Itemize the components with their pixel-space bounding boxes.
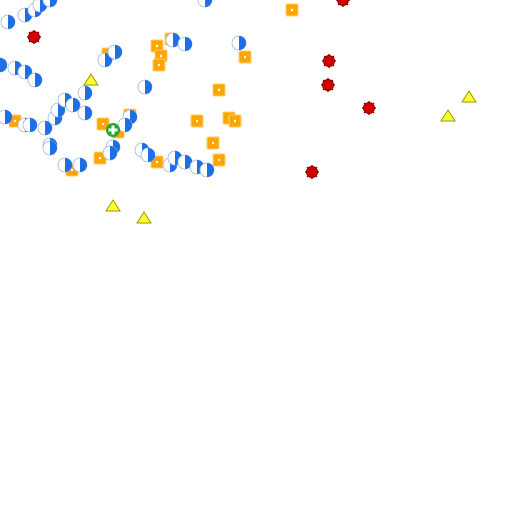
unit-icon[interactable] — [140, 147, 156, 163]
unit-icon[interactable] — [199, 162, 215, 178]
unit-icon[interactable] — [27, 72, 43, 88]
unit-icon[interactable] — [37, 120, 53, 136]
beacon-icon[interactable] — [440, 109, 456, 122]
mine-icon[interactable] — [321, 78, 335, 92]
crate-icon[interactable] — [206, 136, 220, 150]
unit-icon[interactable] — [17, 64, 33, 80]
beacon-icon[interactable] — [83, 73, 99, 86]
crate-icon[interactable] — [238, 50, 252, 64]
unit-icon[interactable] — [22, 117, 38, 133]
crate-icon[interactable] — [190, 114, 204, 128]
unit-icon[interactable] — [117, 117, 133, 133]
unit-icon[interactable] — [77, 85, 93, 101]
unit-icon[interactable] — [231, 35, 247, 51]
unit-icon[interactable] — [102, 145, 118, 161]
beacon-icon[interactable] — [136, 211, 152, 224]
beacons-layer — [83, 73, 477, 224]
unit-icon[interactable] — [165, 32, 181, 48]
beacon-icon[interactable] — [461, 90, 477, 103]
crate-icon[interactable] — [152, 58, 166, 72]
unit-icon[interactable] — [77, 105, 93, 121]
unit-icon[interactable] — [42, 0, 58, 8]
mine-icon[interactable] — [336, 0, 350, 7]
crate-icon[interactable] — [228, 114, 242, 128]
unit-icon[interactable] — [57, 157, 73, 173]
player-layer — [106, 123, 120, 137]
player-plus-icon[interactable] — [106, 123, 120, 137]
unit-icon[interactable] — [0, 14, 16, 30]
crate-icon[interactable] — [212, 83, 226, 97]
unit-icon[interactable] — [65, 97, 81, 113]
crate-icon[interactable] — [212, 153, 226, 167]
crate-icon[interactable] — [96, 117, 110, 131]
mine-icon[interactable] — [362, 101, 376, 115]
unit-icon[interactable] — [197, 0, 213, 8]
mine-icon[interactable] — [322, 54, 336, 68]
mines-layer — [27, 0, 376, 179]
crate-icon[interactable] — [150, 39, 164, 53]
unit-icon[interactable] — [137, 79, 153, 95]
crate-icon[interactable] — [285, 3, 299, 17]
unit-icon[interactable] — [42, 140, 58, 156]
unit-icon[interactable] — [177, 36, 193, 52]
units-layer — [0, 0, 247, 178]
mine-icon[interactable] — [27, 30, 41, 44]
unit-icon[interactable] — [0, 57, 8, 73]
mine-icon[interactable] — [305, 165, 319, 179]
beacon-icon[interactable] — [105, 199, 121, 212]
unit-icon[interactable] — [72, 157, 88, 173]
unit-icon[interactable] — [107, 44, 123, 60]
unit-icon[interactable] — [0, 109, 13, 125]
